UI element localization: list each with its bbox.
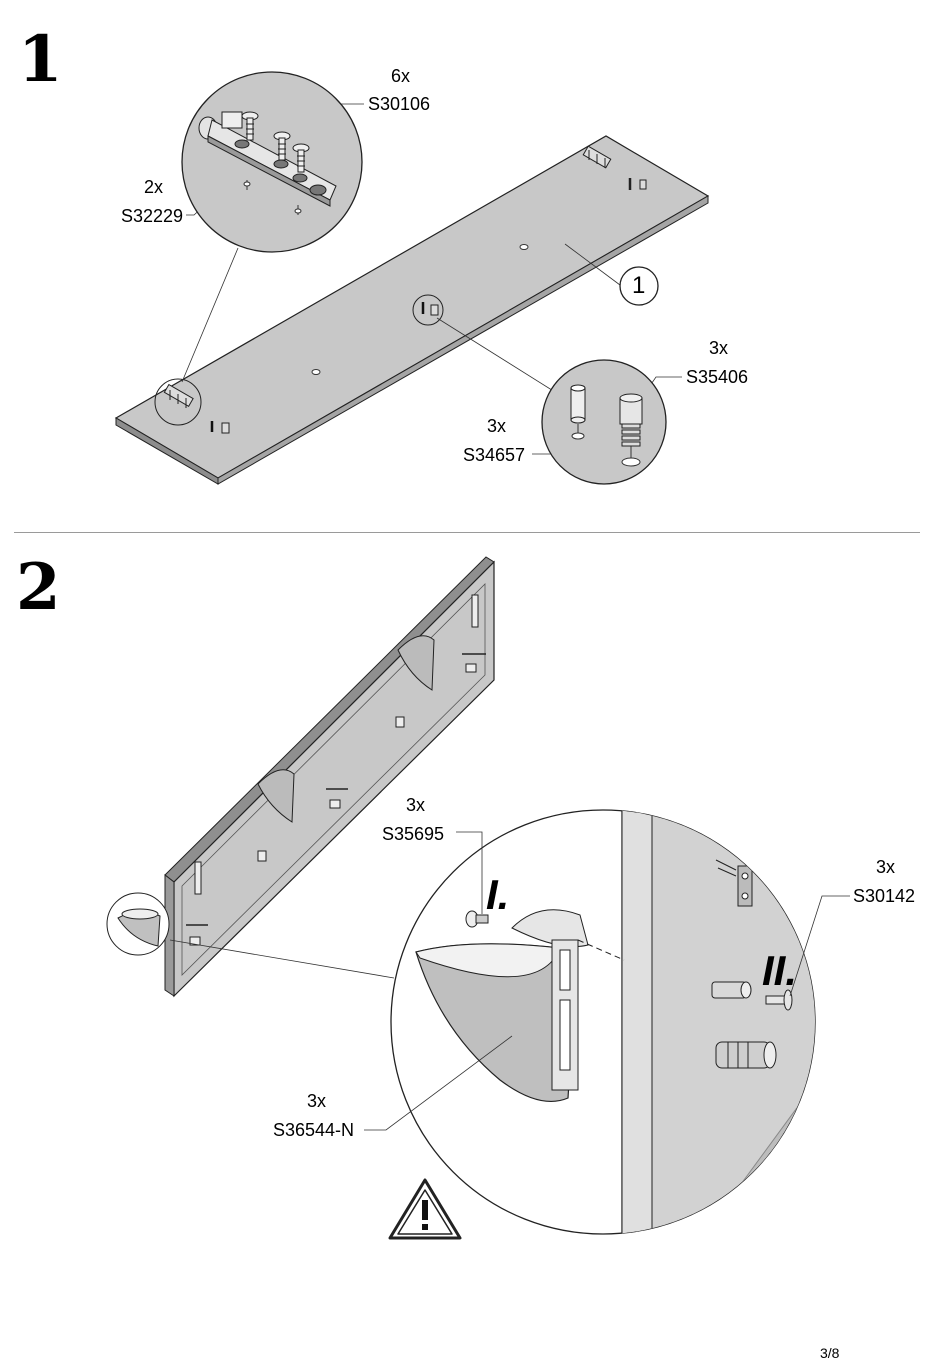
part-qty-s35695: 3x xyxy=(406,795,426,815)
part-qty-s34657: 3x xyxy=(487,416,507,436)
page-number: 3/8 xyxy=(820,1345,840,1361)
part-code-s35406: S35406 xyxy=(686,367,749,387)
warning-icon xyxy=(388,1178,462,1240)
part-qty-s32229: 2x xyxy=(144,177,164,197)
sub-step-ii-label: II. xyxy=(762,947,798,994)
section-divider xyxy=(14,532,920,533)
wall-board-panel xyxy=(164,556,495,998)
step-1-number: 1 xyxy=(18,22,63,97)
part-code-s35695: S35695 xyxy=(382,824,445,844)
detail-circle-dowel xyxy=(412,294,444,326)
part-qty-s30142: 3x xyxy=(876,857,896,877)
part-code-s36544-n: S36544-N xyxy=(273,1120,355,1140)
panel-callout-circle xyxy=(619,266,659,306)
step-2-number: 2 xyxy=(16,550,61,625)
part-code-s30142: S30142 xyxy=(853,886,916,906)
part-code-s34657: S34657 xyxy=(463,445,526,465)
detail-circle-shelf-support xyxy=(106,892,170,956)
sub-step-i-label: I. xyxy=(486,871,510,918)
zoom-circle-shelf-support xyxy=(390,809,816,1235)
part-qty-s30106: 6x xyxy=(391,66,411,86)
part-code-s32229: S32229 xyxy=(121,206,184,226)
part-code-s30106: S30106 xyxy=(368,94,431,114)
panel-callout-number: 1 xyxy=(632,272,646,299)
part-qty-s35406: 3x xyxy=(709,338,729,358)
shelf-board-panel xyxy=(114,135,710,485)
zoom-circle-dowels xyxy=(541,359,667,485)
zoom-circle-bracket xyxy=(181,71,363,253)
detail-circle-bracket xyxy=(154,378,202,426)
part-qty-s36544-n: 3x xyxy=(307,1091,327,1111)
